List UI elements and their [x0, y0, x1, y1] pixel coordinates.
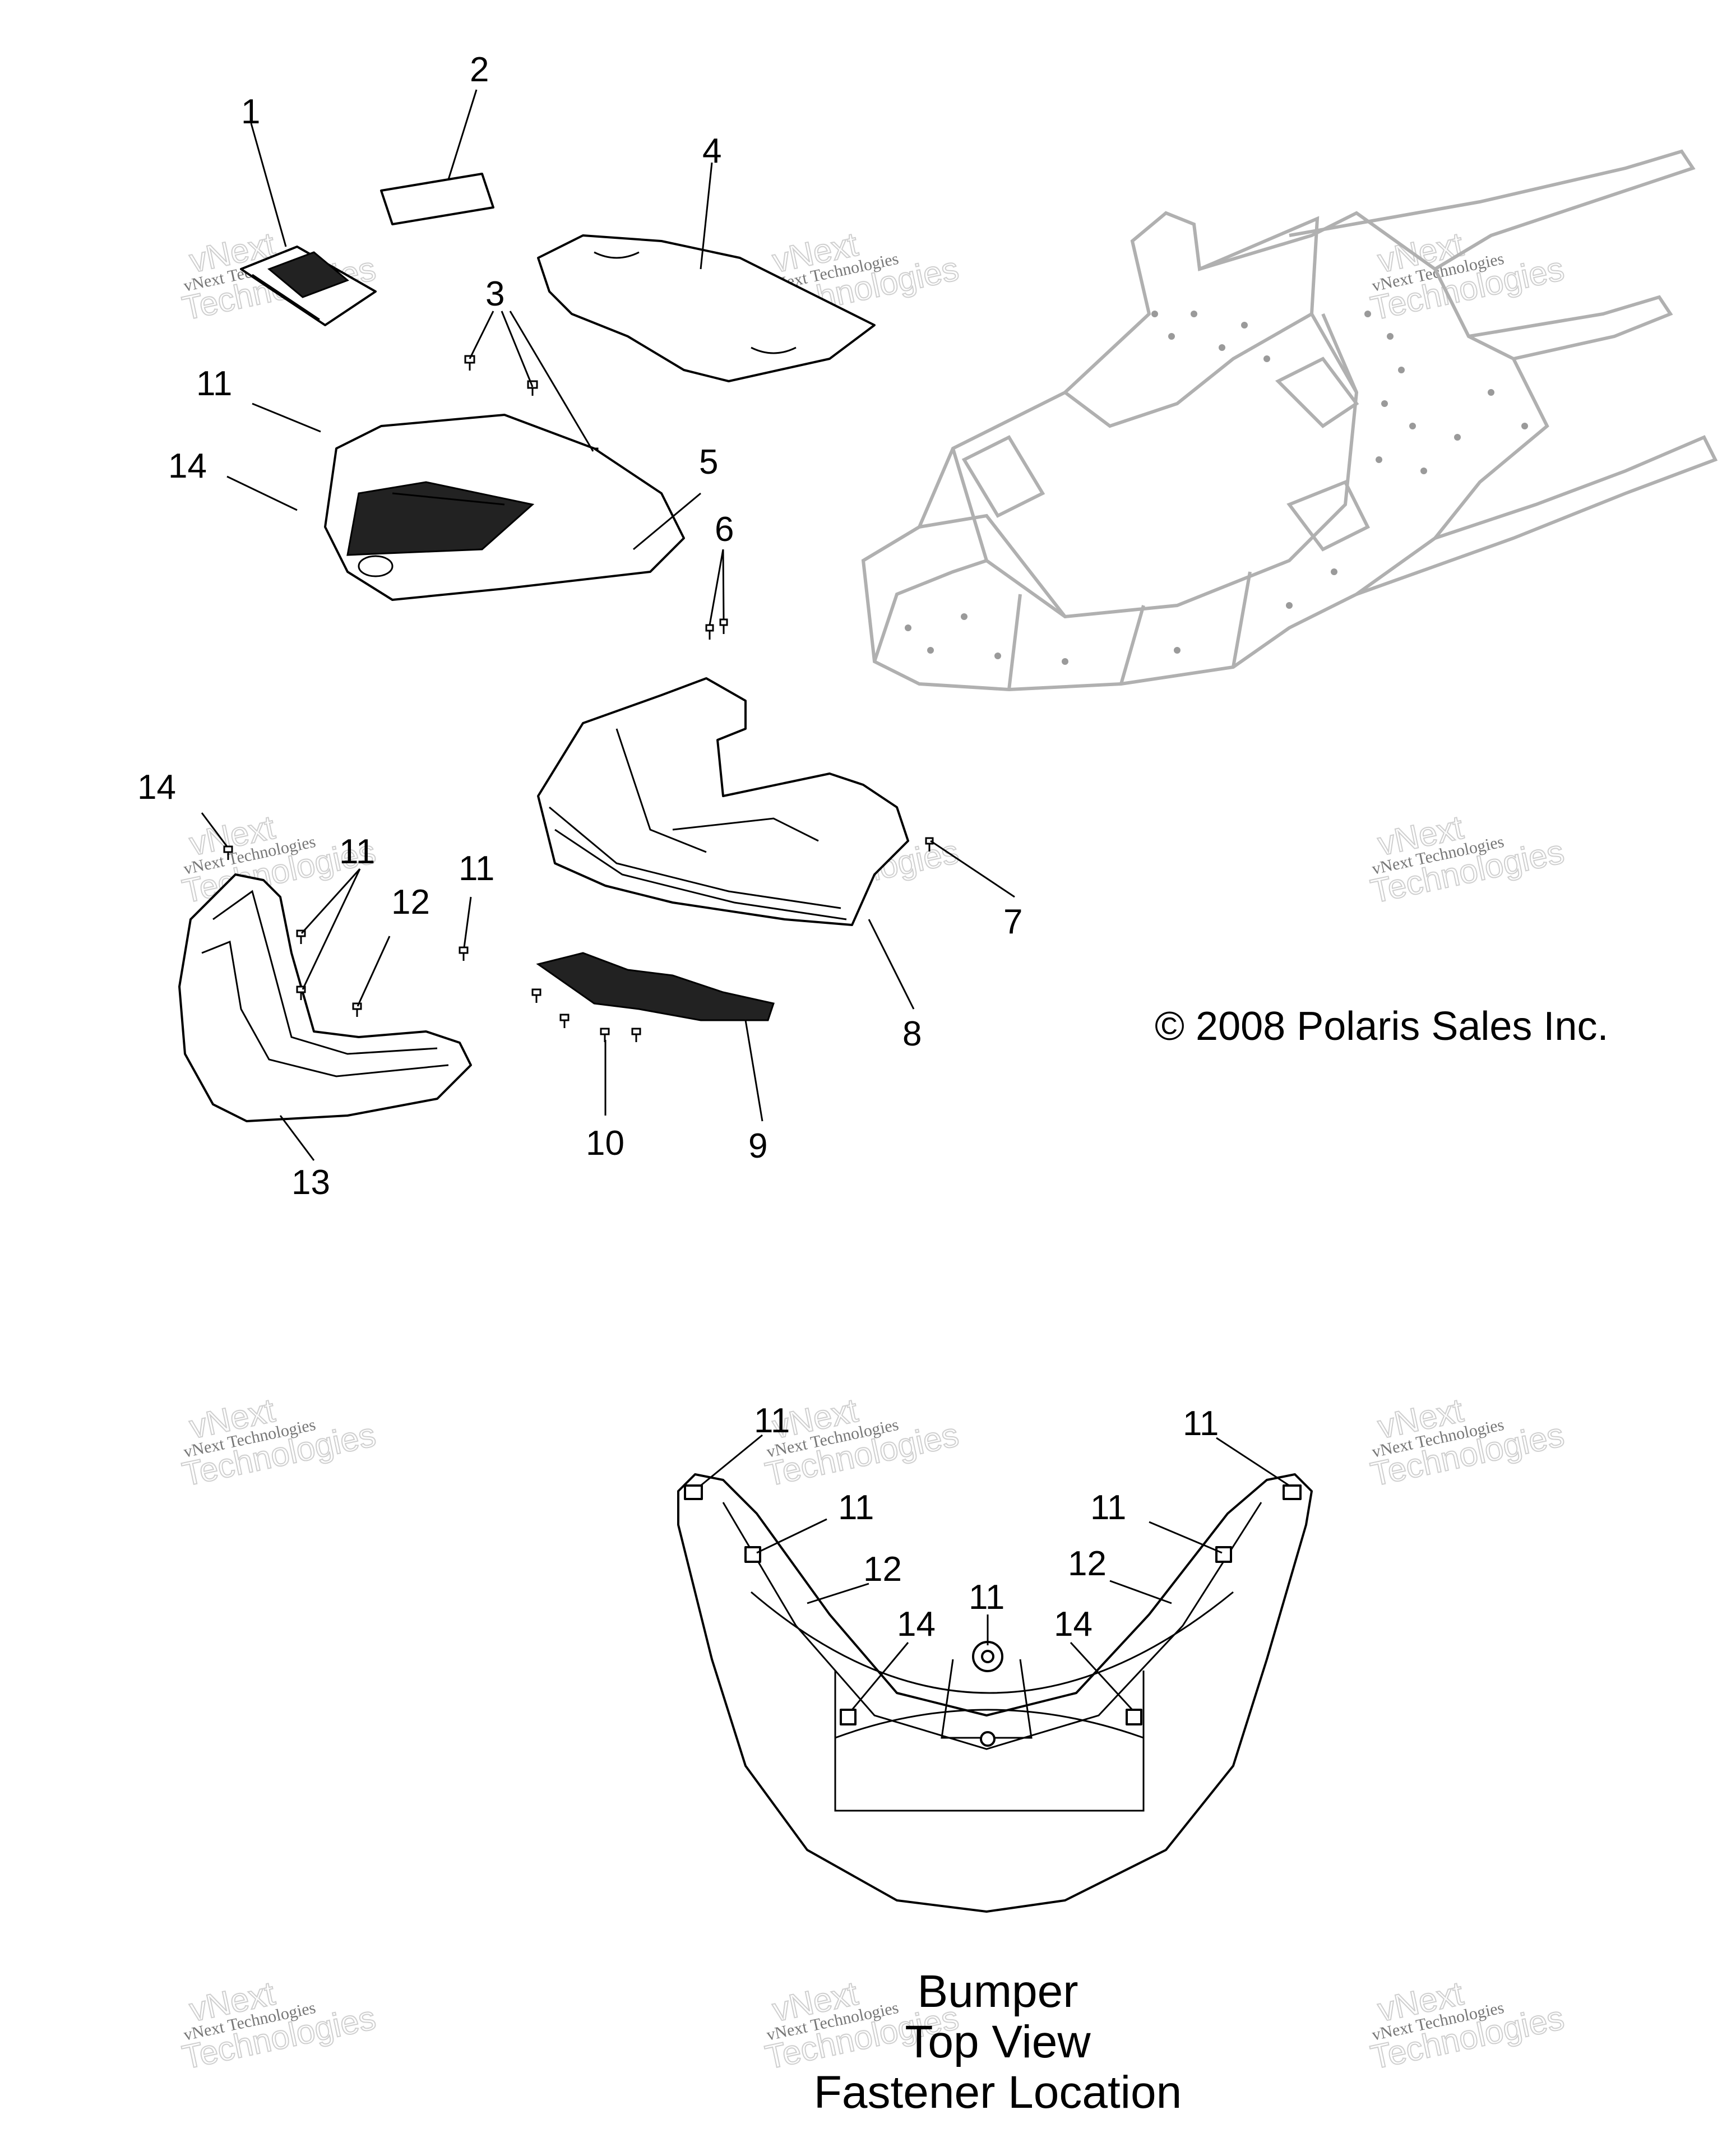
- part-8-nose-pan: [537, 677, 909, 926]
- top-callout-11: 11: [969, 1578, 1004, 1617]
- callout-8: 8: [902, 1015, 922, 1053]
- top-callout-11: 11: [1183, 1404, 1219, 1443]
- part-4-seat-pad: [537, 234, 876, 382]
- watermark: vNext vNext Technologies Technologies: [1367, 808, 1568, 911]
- callout-11: 11: [459, 849, 494, 888]
- callout-10: 10: [586, 1124, 624, 1163]
- top-callout-11: 11: [838, 1488, 874, 1527]
- watermark: vNext vNext Technologies Technologies: [1367, 1974, 1568, 2077]
- frame-rivets: [905, 311, 1528, 665]
- callout-11: 11: [196, 364, 232, 403]
- top-view-leaders: [700, 1434, 1290, 1711]
- bumper-top-view: [677, 1473, 1313, 1913]
- part-13-bumper: [178, 845, 472, 1122]
- callout-13: 13: [291, 1163, 330, 1202]
- top-callout-14: 14: [897, 1605, 936, 1644]
- part-6-bolts: [705, 618, 728, 640]
- leader-lines: [201, 89, 1015, 1161]
- top-callout-11: 11: [1090, 1488, 1126, 1527]
- top-view-callouts: 11 11 11 11 12 12 11 14 14: [754, 1401, 1219, 1644]
- chassis-frame: [861, 149, 1718, 692]
- callout-9: 9: [748, 1127, 767, 1165]
- watermark: vNext vNext Technologies Technologies: [1367, 225, 1568, 328]
- copyright-notice: © 2008 Polaris Sales Inc.: [1155, 1004, 1608, 1049]
- caption-line-1: Bumper: [917, 1966, 1078, 2017]
- part-9-skid-plate: [536, 952, 775, 1021]
- callout-4: 4: [702, 132, 721, 170]
- caption-line-3: Fastener Location: [814, 2067, 1182, 2118]
- callout-7: 7: [1003, 903, 1022, 941]
- callout-6: 6: [715, 510, 734, 549]
- callout-11: 11: [339, 832, 375, 871]
- watermark: vNext vNext Technologies Technologies: [178, 1391, 379, 1494]
- callout-3: 3: [485, 275, 504, 313]
- callout-12: 12: [391, 883, 430, 922]
- caption-line-2: Top View: [905, 2016, 1091, 2067]
- part-5-console-cover: [324, 414, 685, 601]
- top-callout-12: 12: [863, 1550, 902, 1589]
- watermark: vNext vNext Technologies Technologies: [178, 1974, 379, 2077]
- watermark: vNext vNext Technologies Technologies: [1367, 1391, 1568, 1494]
- top-callout-14: 14: [1054, 1605, 1093, 1644]
- callout-14: 14: [168, 447, 207, 485]
- part-2-decal: [380, 173, 494, 225]
- part-1-console-panel: [240, 246, 377, 326]
- callouts: 1 2 4 3 11 14 5 6 7 8 9 10 14 11 12 11 1…: [137, 50, 1022, 1202]
- callout-5: 5: [699, 443, 718, 482]
- callout-1: 1: [241, 92, 260, 131]
- top-callout-12: 12: [1068, 1544, 1107, 1583]
- top-view-caption: Bumper Top View Fastener Location: [814, 1966, 1182, 2118]
- callout-2: 2: [470, 50, 489, 89]
- callout-14: 14: [137, 768, 176, 807]
- top-callout-11: 11: [754, 1401, 790, 1440]
